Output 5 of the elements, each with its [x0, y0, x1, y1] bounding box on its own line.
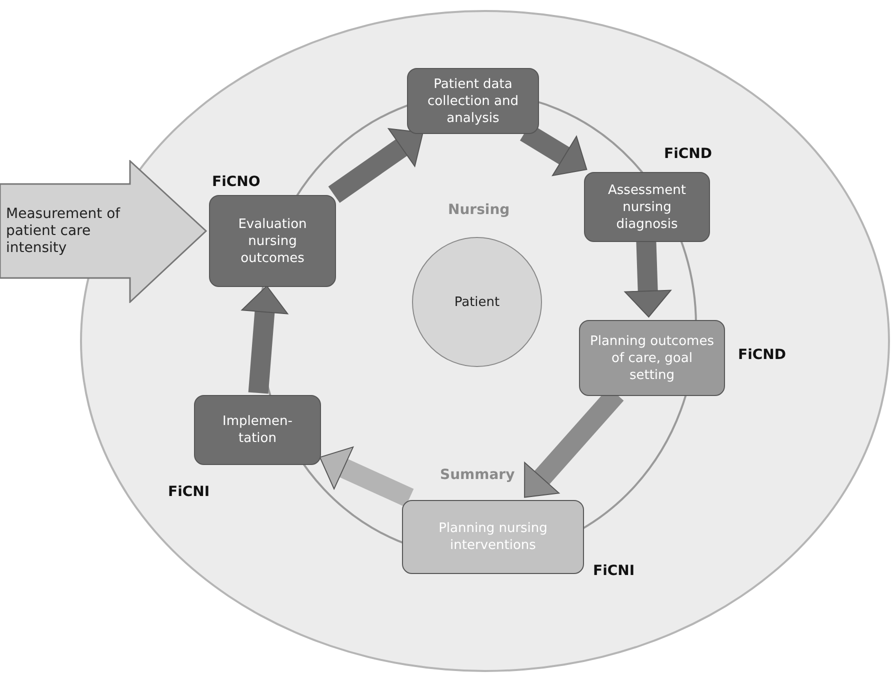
- code-label: FiCNI: [593, 563, 635, 579]
- block-arrow: Measurement of patient care intensity: [0, 160, 207, 303]
- code-label: FiCNI: [168, 484, 210, 500]
- code-label: FiCND: [738, 347, 786, 363]
- code-label: FiCNO: [212, 174, 260, 190]
